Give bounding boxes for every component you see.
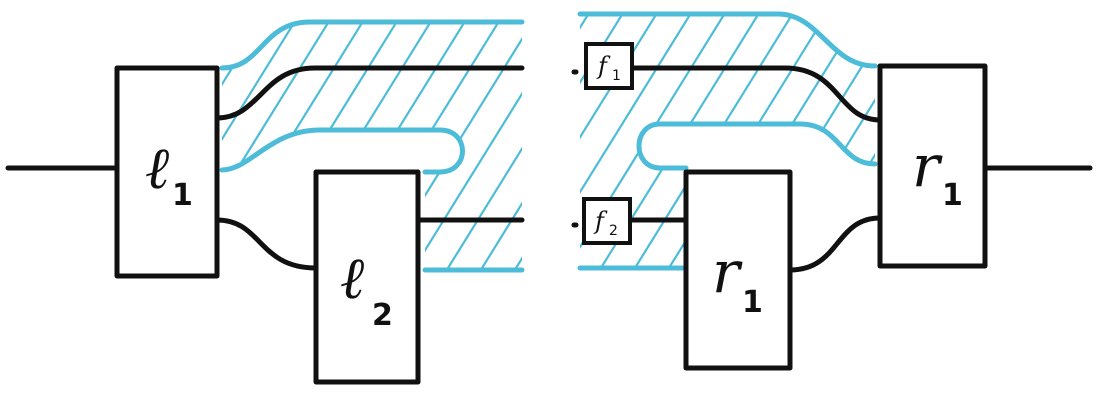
box-r1-right-letter: r <box>912 132 943 200</box>
box-f2: f 2 <box>582 197 632 245</box>
right-region-outline <box>577 11 878 271</box>
box-r1-lower-letter: r <box>712 238 743 306</box>
box-r1-right: r 1 <box>877 63 988 269</box>
box-l1-subscript: 1 <box>172 178 193 213</box>
wire-r1-lower-to-r1-right <box>787 215 883 273</box>
wire-l1-top <box>214 65 525 121</box>
box-r1-lower-subscript: 1 <box>742 285 763 320</box>
hatch-line <box>580 14 698 268</box>
box-f2-subscript: 2 <box>609 223 618 239</box>
box-l2: ℓ 2 <box>313 169 421 385</box>
box-l2-letter: ℓ <box>340 244 364 312</box>
hatch-line <box>222 22 304 270</box>
hatch-line <box>436 22 522 270</box>
hatch-line <box>998 5 1109 285</box>
left-region-cup <box>219 127 465 175</box>
box-r1-lower: r 1 <box>683 169 793 371</box>
wire-l1-to-l2 <box>214 217 319 271</box>
box-f1-subscript: 1 <box>612 68 621 84</box>
hatch-line <box>580 14 596 268</box>
box-f1: f 1 <box>584 42 634 90</box>
hatch-line <box>470 22 522 270</box>
box-l1-letter: ℓ <box>145 134 169 202</box>
right-region-cup <box>636 121 878 171</box>
hatch-line <box>402 22 522 270</box>
box-r1-right-subscript: 1 <box>942 178 963 213</box>
box-l2-subscript: 2 <box>372 298 393 333</box>
left-region-top-edge <box>219 19 525 71</box>
box-l1: ℓ 1 <box>114 65 220 279</box>
wire-f1-to-r1 <box>629 65 883 123</box>
left-region-outline <box>219 19 525 273</box>
hatch-line <box>580 14 664 268</box>
hatch-line <box>222 22 338 270</box>
right-region-top-edge <box>577 11 878 69</box>
